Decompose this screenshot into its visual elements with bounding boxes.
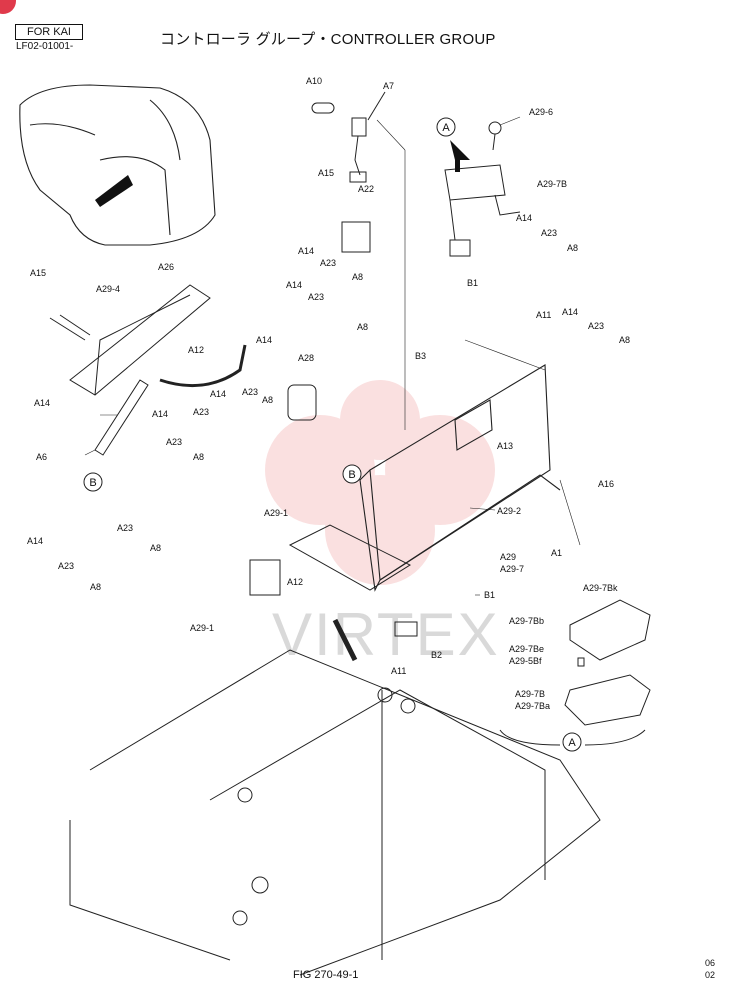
- svg-text:B: B: [348, 469, 355, 481]
- part-label-a12-low: A12: [287, 577, 303, 587]
- part-label-a11-r: A11: [536, 310, 551, 320]
- part-label-a26: A26: [158, 262, 174, 272]
- part-label-a23-m: A23: [242, 387, 258, 397]
- bracket-a6: [94, 379, 149, 456]
- part-label-a8-c1: A8: [352, 272, 363, 282]
- part-label-a14-ll: A14: [27, 536, 43, 546]
- part-label-a6: A6: [36, 452, 47, 462]
- model-tag: FOR KAI: [15, 24, 83, 40]
- view-a-arrow-icon: [450, 140, 470, 172]
- part-label-a8-ll: A8: [90, 582, 101, 592]
- part-label-a8-l3: A8: [193, 452, 204, 462]
- part-label-a14-m: A14: [256, 335, 272, 345]
- part-label-a15-l: A15: [30, 268, 46, 278]
- part-label-a14-l: A14: [34, 398, 50, 408]
- part-label-a1: A1: [551, 548, 562, 558]
- watermark: VIRTEX: [272, 601, 500, 668]
- part-label-a14-c1: A14: [298, 246, 314, 256]
- part-label-a29-1-top: A29-1: [264, 508, 288, 518]
- part-label-a29-7b: A29-7B: [537, 179, 567, 189]
- part-label-a23-l3: A23: [166, 437, 182, 447]
- chassis-frame: [69, 649, 601, 976]
- part-code: LF02-01001-: [16, 41, 74, 52]
- leader-lines: [84, 116, 581, 596]
- part-label-a29-7bk: A29-7Bk: [583, 583, 618, 593]
- part-label-a29-5bf: A29-5Bf: [509, 656, 542, 666]
- part-label-a29-6: A29-6: [529, 107, 553, 117]
- callout-b-center: B: [342, 464, 362, 484]
- part-label-a28: A28: [298, 353, 314, 363]
- part-label-a10: A10: [306, 76, 322, 86]
- part-label-a23-c1: A23: [320, 258, 336, 268]
- lower-bracket: [249, 524, 418, 662]
- part-label-a14-r1: A14: [516, 213, 532, 223]
- part-label-a15-top: A15: [318, 168, 334, 178]
- part-label-a12-top: A12: [188, 345, 204, 355]
- part-label-a23-c2: A23: [308, 292, 324, 302]
- part-label-a29-7: A29-7: [500, 564, 524, 574]
- part-label-a11-low: A11: [391, 666, 406, 676]
- part-label-a29-4: A29-4: [96, 284, 120, 294]
- callout-a-top: A: [436, 117, 456, 137]
- part-label-a14-r2: A14: [562, 307, 578, 317]
- part-label-a16: A16: [598, 479, 614, 489]
- page-mark-bottom: 02: [705, 970, 716, 980]
- part-label-a22: A22: [358, 184, 374, 194]
- callout-a-detail: A: [562, 732, 582, 752]
- callout-b-left: B: [83, 472, 103, 492]
- page-mark-top: 06: [705, 958, 716, 968]
- part-label-a23-r1: A23: [541, 228, 557, 238]
- part-label-a14-m2: A14: [210, 389, 226, 399]
- svg-text:A: A: [568, 737, 576, 749]
- svg-text:B: B: [89, 477, 96, 489]
- watermark-emblem: [265, 380, 495, 585]
- part-label-a29-7b-d: A29-7B: [515, 689, 545, 699]
- part-label-b2: B2: [431, 650, 442, 660]
- part-label-b1-low: B1: [484, 590, 495, 600]
- module-a28: [287, 384, 317, 421]
- part-label-a8-l4: A8: [150, 543, 161, 553]
- part-label-a23-ll: A23: [58, 561, 74, 571]
- part-label-a29-2: A29-2: [497, 506, 521, 516]
- detail-view-a: [499, 599, 651, 746]
- connector-bracket-top: [444, 121, 521, 257]
- figure-label: FIG 270-49-1: [293, 969, 359, 981]
- svg-text:A: A: [442, 122, 450, 134]
- part-label-a8-r1: A8: [567, 243, 578, 253]
- part-label-a29-7bb: A29-7Bb: [509, 616, 544, 626]
- part-label-a29-1-low: A29-1: [190, 623, 214, 633]
- cab-arrow-icon: [95, 175, 133, 207]
- cover-panel-a26: [49, 284, 211, 396]
- part-label-a23-l4: A23: [117, 523, 133, 533]
- part-label-a29-7ba: A29-7Ba: [515, 701, 550, 711]
- part-label-b1-top: B1: [467, 278, 478, 288]
- part-label-a29-7be: A29-7Be: [509, 644, 544, 654]
- page-title: コントローラ グループ・CONTROLLER GROUP: [160, 31, 496, 48]
- part-label-a7: A7: [383, 81, 394, 91]
- part-label-a8-r2: A8: [619, 335, 630, 345]
- handle-a12: [159, 344, 247, 388]
- part-label-b3: B3: [415, 351, 426, 361]
- cab-body-outline: [19, 84, 216, 246]
- part-label-a29: A29: [500, 552, 516, 562]
- part-label-a14-l2: A14: [152, 409, 168, 419]
- part-label-a23-r2: A23: [588, 321, 604, 331]
- part-label-a14-c2: A14: [286, 280, 302, 290]
- part-label-a8-c2: A8: [357, 322, 368, 332]
- part-label-a13: A13: [497, 441, 513, 451]
- part-label-a23-l2: A23: [193, 407, 209, 417]
- relay-a22: [341, 221, 371, 253]
- switch-assembly: [311, 91, 386, 183]
- part-label-a8-m: A8: [262, 395, 273, 405]
